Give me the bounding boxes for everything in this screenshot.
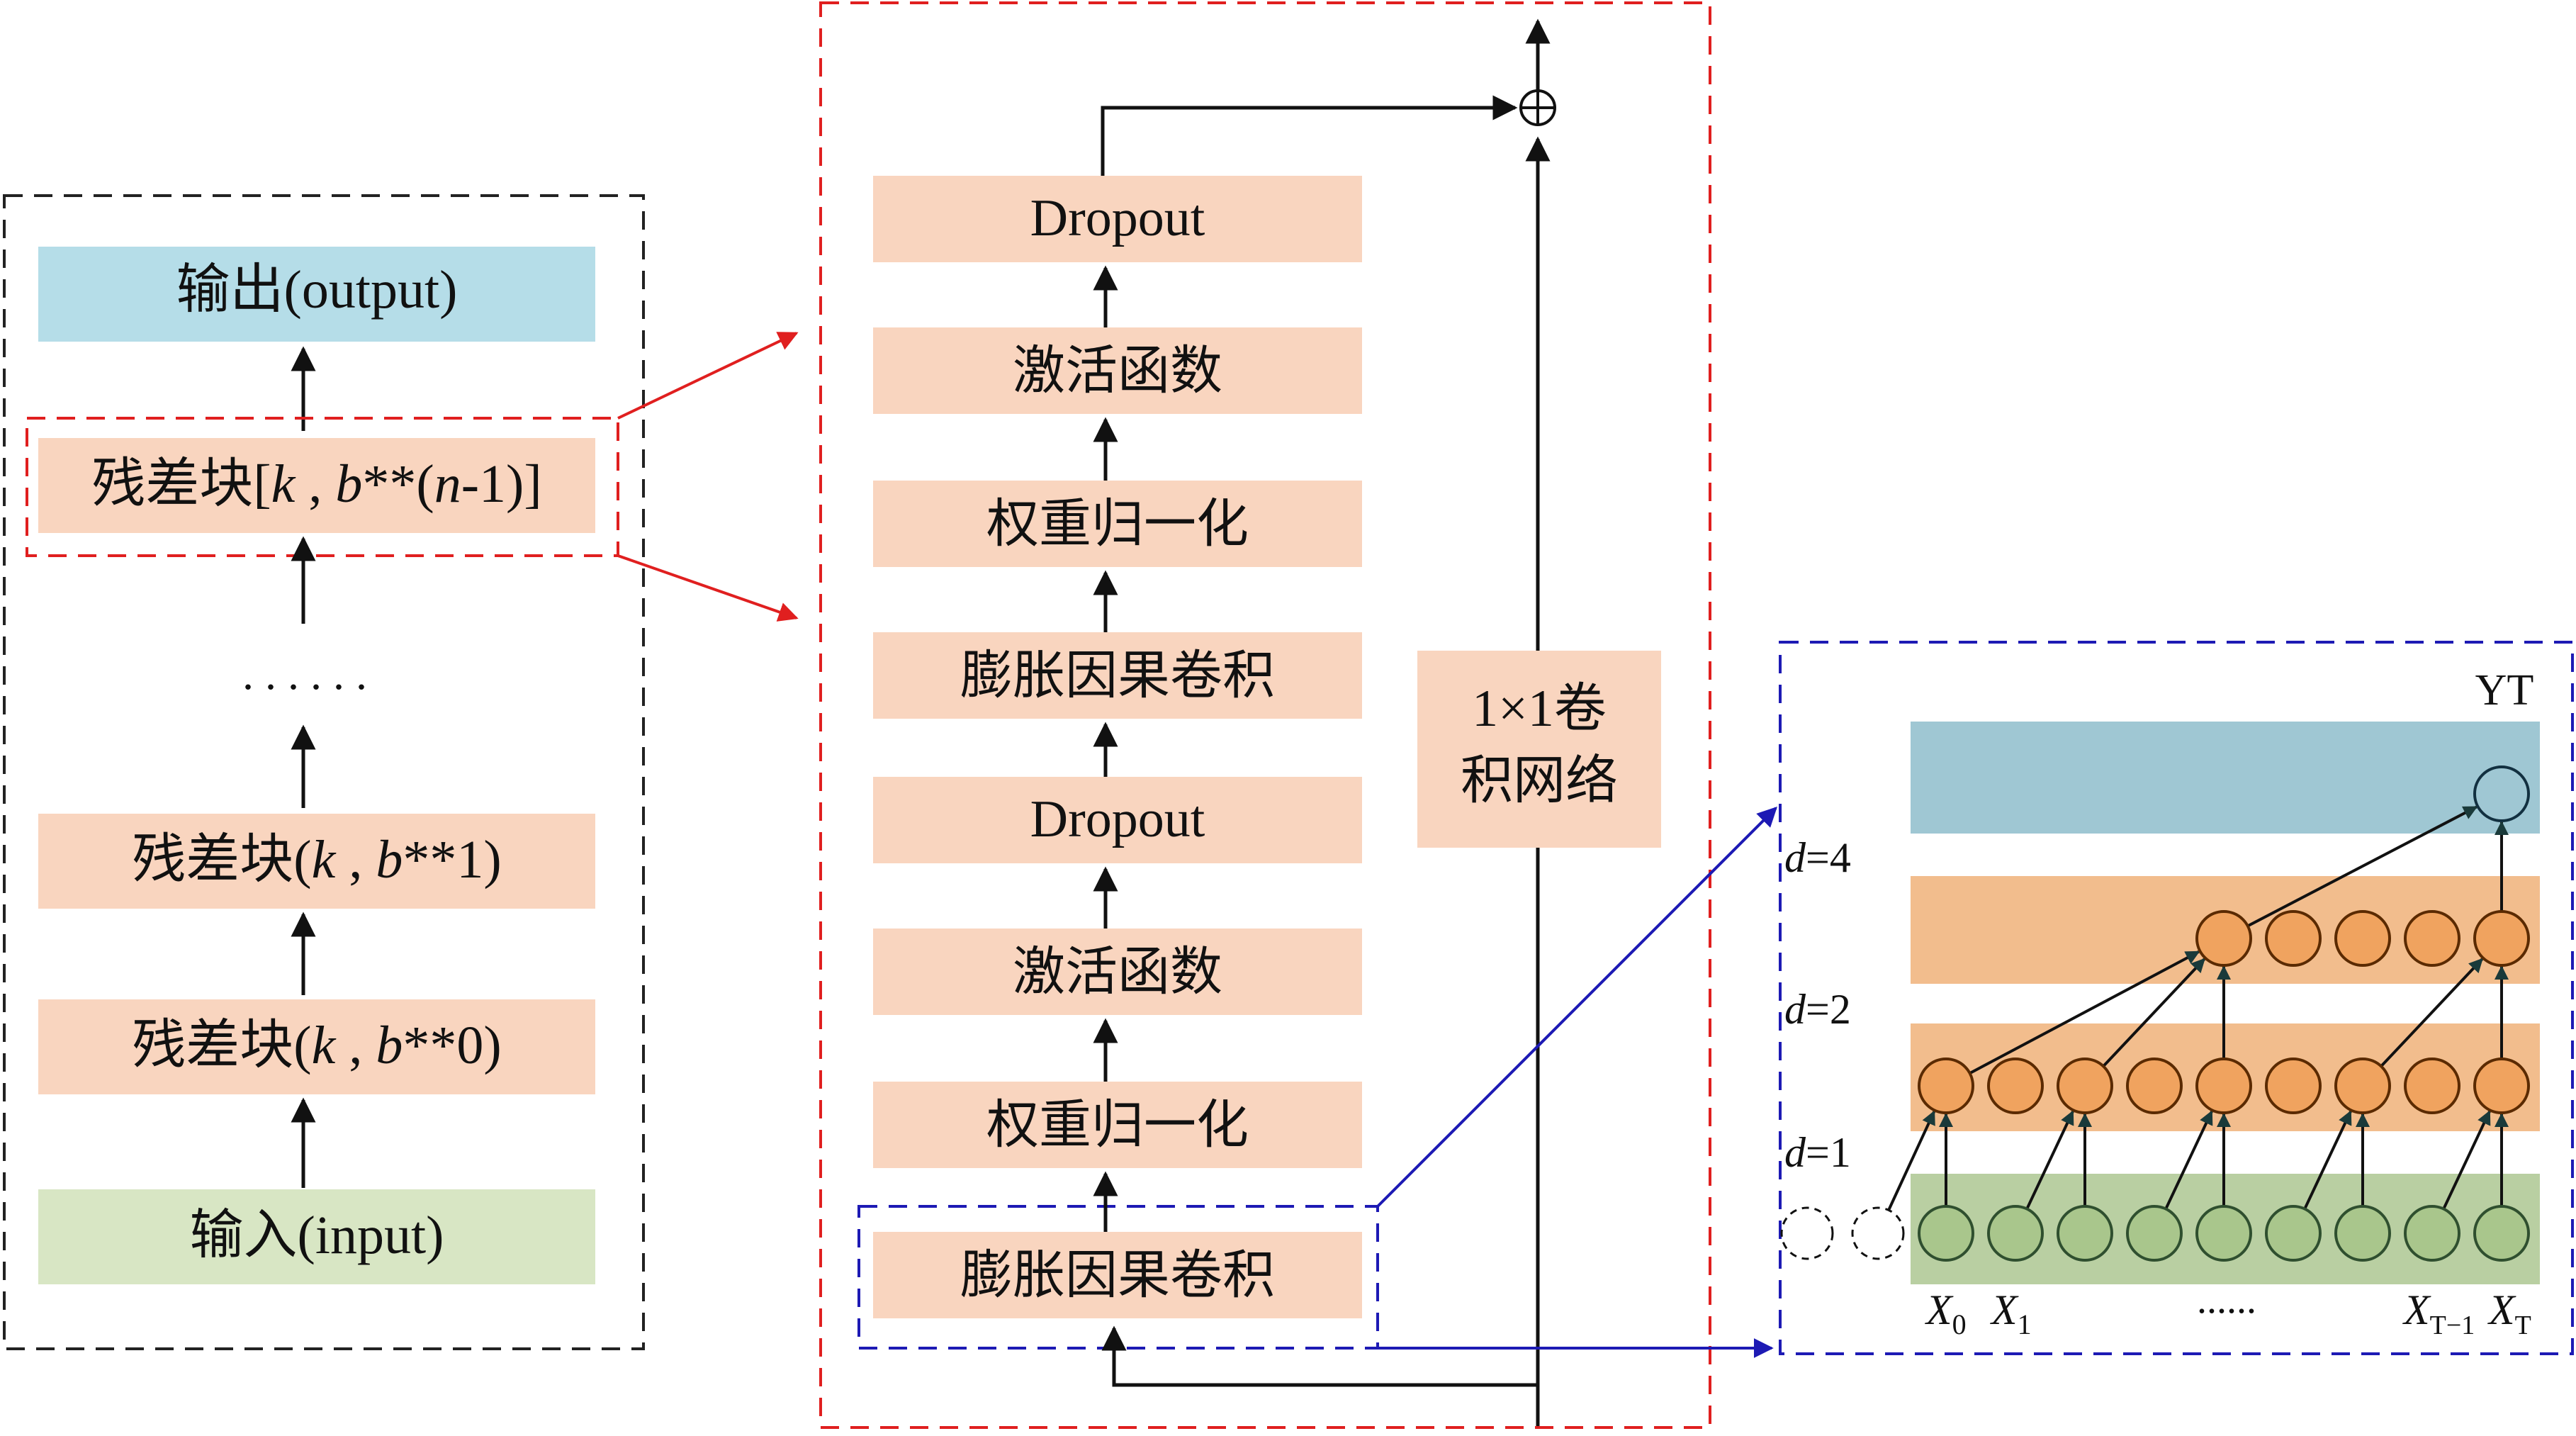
tcn-edge <box>2441 1110 2491 1211</box>
tcn-edge <box>2101 958 2206 1069</box>
input-box <box>38 1189 595 1284</box>
tcn-detail-frame <box>1779 641 2574 1355</box>
xt-label: XT <box>2487 1286 2531 1340</box>
tcn-node <box>2473 1205 2530 1262</box>
zoom-arrow-red-bottom <box>617 554 799 622</box>
tcn-d1-label: d=1 <box>1784 1129 1851 1176</box>
tcn-node <box>2404 910 2460 967</box>
padding-node <box>1851 1206 1905 1260</box>
tcn-d2-label: d=2 <box>1784 986 1851 1033</box>
residual-block-1-label: 残差块(k , b**1) <box>132 830 501 890</box>
residual-block-detail-frame <box>819 1 1711 1429</box>
tcn-node <box>2404 1205 2460 1262</box>
tcn-node <box>1918 1205 1974 1262</box>
tcn-node <box>2334 910 2391 967</box>
tcn-node <box>2473 765 2530 822</box>
x0-label: X0 <box>1925 1286 1967 1340</box>
tcn-node <box>2265 1205 2322 1262</box>
conv1x1-label-line2: 积网络 <box>1461 752 1618 810</box>
tcn-node <box>2195 1058 2252 1114</box>
activation-bottom-label: 激活函数 <box>1013 943 1222 1002</box>
dropout-bottom-label: Dropout <box>1030 790 1205 848</box>
output-box <box>38 247 595 342</box>
tcn-edge <box>2025 1110 2074 1211</box>
dilated-conv-bottom-box <box>873 1232 1362 1318</box>
tcn-node <box>1918 1058 1974 1114</box>
input-feed-path <box>1101 1325 1540 1426</box>
dropout-top-box <box>873 176 1362 262</box>
x1-label: X1 <box>1990 1286 2032 1340</box>
dropout-bottom-box <box>873 777 1362 863</box>
tcn-edge <box>2379 958 2484 1069</box>
tcn-node <box>1987 1058 2044 1114</box>
dilated-conv-bottom-label: 膨胀因果卷积 <box>960 1247 1275 1305</box>
activation-bottom-box <box>873 929 1362 1015</box>
input-label: 输入(input) <box>190 1206 444 1265</box>
tcn-output-label: YT <box>2475 666 2534 714</box>
tcn-edge <box>2302 1110 2352 1211</box>
zoom-arrow-blue-top <box>1376 807 1777 1208</box>
tcn-output-layer <box>1911 722 2540 834</box>
tcn-node <box>2057 1058 2113 1114</box>
activation-top-box <box>873 327 1362 414</box>
tcn-node <box>2334 1058 2391 1114</box>
tcn-nodes <box>1918 765 2530 1262</box>
tcn-edges <box>1887 805 2509 1211</box>
tcn-node <box>2126 1058 2183 1114</box>
xt-minus-1-label: XT−1 <box>2402 1286 2475 1340</box>
tcn-node <box>2057 1205 2113 1262</box>
ellipsis: . . . . . . <box>242 649 367 699</box>
activation-top-label: 激活函数 <box>1013 342 1222 400</box>
dilated-conv-top-box <box>873 632 1362 719</box>
tcn-node <box>2473 1058 2530 1114</box>
tcn-edge <box>2164 1110 2213 1211</box>
conv1x1-label-line1: 1×1卷 <box>1472 680 1607 738</box>
weight-norm-top-box <box>873 481 1362 567</box>
residual-block-1-box <box>38 814 595 909</box>
tcn-node <box>2195 1205 2252 1262</box>
tcn-edge <box>1967 950 2200 1075</box>
tcn-node <box>2195 910 2252 967</box>
tcn-node <box>2126 1205 2183 1262</box>
tcn-node <box>2404 1058 2460 1114</box>
residual-block-n-highlight <box>26 417 619 557</box>
residual-block-0-box <box>38 999 595 1094</box>
tcn-edge <box>1887 1110 1936 1211</box>
tcn-edge <box>2246 805 2478 929</box>
weight-norm-top-label: 权重归一化 <box>986 495 1249 554</box>
residual-block-n-label: 残差块[k , b**(n-1)] <box>91 454 541 514</box>
weight-norm-bottom-label: 权重归一化 <box>986 1096 1249 1155</box>
output-label: 输出(output) <box>176 260 458 320</box>
padding-node <box>1780 1206 1834 1260</box>
dropout-to-adder-path <box>1101 95 1518 176</box>
tcn-node <box>2334 1205 2391 1262</box>
dropout-top-label: Dropout <box>1030 189 1205 247</box>
dilated-conv-bottom-highlight <box>857 1205 1379 1350</box>
tcn-node <box>2473 910 2530 967</box>
zoom-arrow-red-top <box>617 332 799 420</box>
weight-norm-bottom-box <box>873 1082 1362 1168</box>
tcn-node <box>2265 910 2322 967</box>
left-stack-frame <box>3 194 645 1350</box>
dilated-conv-top-label: 膨胀因果卷积 <box>960 647 1275 705</box>
tcn-node <box>1987 1205 2044 1262</box>
tcn-node <box>2265 1058 2322 1114</box>
residual-block-n-box <box>38 438 595 533</box>
residual-block-0-label: 残差块(k , b**0) <box>132 1016 501 1075</box>
x-dots: ...... <box>2197 1278 2256 1322</box>
conv1x1-box <box>1417 651 1661 848</box>
tcn-d4-label: d=4 <box>1784 834 1851 881</box>
